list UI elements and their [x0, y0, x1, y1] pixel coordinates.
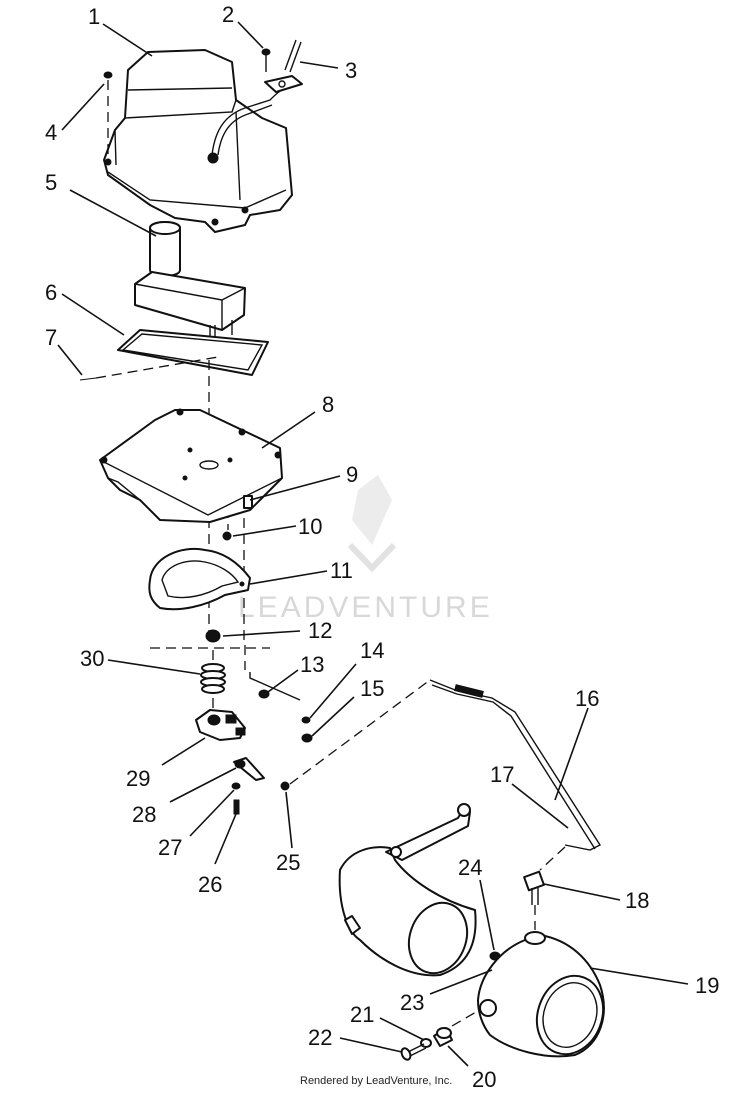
- callout-4: 4: [45, 120, 57, 145]
- callout-2: 2: [222, 2, 234, 27]
- part-2-screw: [261, 48, 271, 72]
- callout-17: 17: [490, 762, 514, 787]
- callout-13: 13: [300, 652, 324, 677]
- callout-23: 23: [400, 990, 424, 1015]
- part-15-nut: [301, 733, 313, 743]
- callout-29: 29: [126, 766, 150, 791]
- callout-30: 30: [80, 646, 104, 671]
- part-11-gasket: [148, 547, 251, 611]
- part-9-jet: [243, 495, 253, 509]
- callout-7: 7: [45, 325, 57, 350]
- part-28-lever: [233, 757, 265, 781]
- part-30-spring: [200, 663, 301, 701]
- part-6-gasket: [117, 329, 269, 376]
- callout-3: 3: [345, 58, 357, 83]
- callout-14: 14: [360, 638, 384, 663]
- callout-5: 5: [45, 170, 57, 195]
- part-21-washer: [420, 1038, 432, 1048]
- part-7-float-pin: [79, 356, 219, 381]
- leader-lines: [57, 21, 689, 1067]
- part-3-cable-bracket: [264, 39, 303, 93]
- callout-1: 1: [88, 4, 100, 29]
- callout-22: 22: [308, 1025, 332, 1050]
- callout-20: 20: [472, 1067, 496, 1092]
- part-13-washer: [258, 689, 270, 699]
- callout-10: 10: [298, 514, 322, 539]
- part-4-screw: [103, 71, 113, 158]
- part-19-throttle-housing: [477, 931, 605, 1058]
- callout-15: 15: [360, 676, 384, 701]
- part-20-spacer: [433, 1011, 477, 1047]
- callout-9: 9: [346, 462, 358, 487]
- part-intake-duct-rear: [338, 803, 477, 977]
- footer-credit: Rendered by LeadVenture, Inc.: [300, 1075, 453, 1087]
- callout-25: 25: [276, 850, 300, 875]
- callout-12: 12: [308, 618, 332, 643]
- part-5-float: [134, 221, 246, 358]
- part-29-throttle-cam: [195, 709, 246, 741]
- callout-18: 18: [625, 888, 649, 913]
- callout-8: 8: [322, 392, 334, 417]
- callout-19: 19: [695, 973, 719, 998]
- part-8-carb-body: [99, 408, 283, 523]
- callout-11: 11: [330, 558, 353, 583]
- callout-24: 24: [458, 855, 482, 880]
- callout-21: 21: [350, 1002, 374, 1027]
- watermark: LEADVENTURE: [238, 475, 493, 624]
- callout-16: 16: [575, 686, 599, 711]
- callout-6: 6: [45, 280, 57, 305]
- part-14-washer: [301, 716, 311, 724]
- callout-labels: 1 2 3 4 5 6 7 8 9 10 11 12 13 14 15 16 1…: [45, 2, 719, 1092]
- part-25-clip: [280, 781, 290, 791]
- part-10-screw: [222, 531, 232, 541]
- callout-27: 27: [158, 835, 182, 860]
- part-22-bolt: [400, 1043, 427, 1061]
- callout-28: 28: [132, 802, 156, 827]
- part-16-link-rod: [289, 679, 602, 871]
- part-18-fitting: [523, 870, 545, 930]
- part-12-seal: [205, 629, 221, 643]
- part-26-screw: [233, 799, 240, 815]
- part-1-top-cover: [103, 49, 293, 233]
- watermark-text: LEADVENTURE: [238, 591, 493, 624]
- callout-26: 26: [198, 872, 222, 897]
- part-27-washer: [231, 782, 241, 790]
